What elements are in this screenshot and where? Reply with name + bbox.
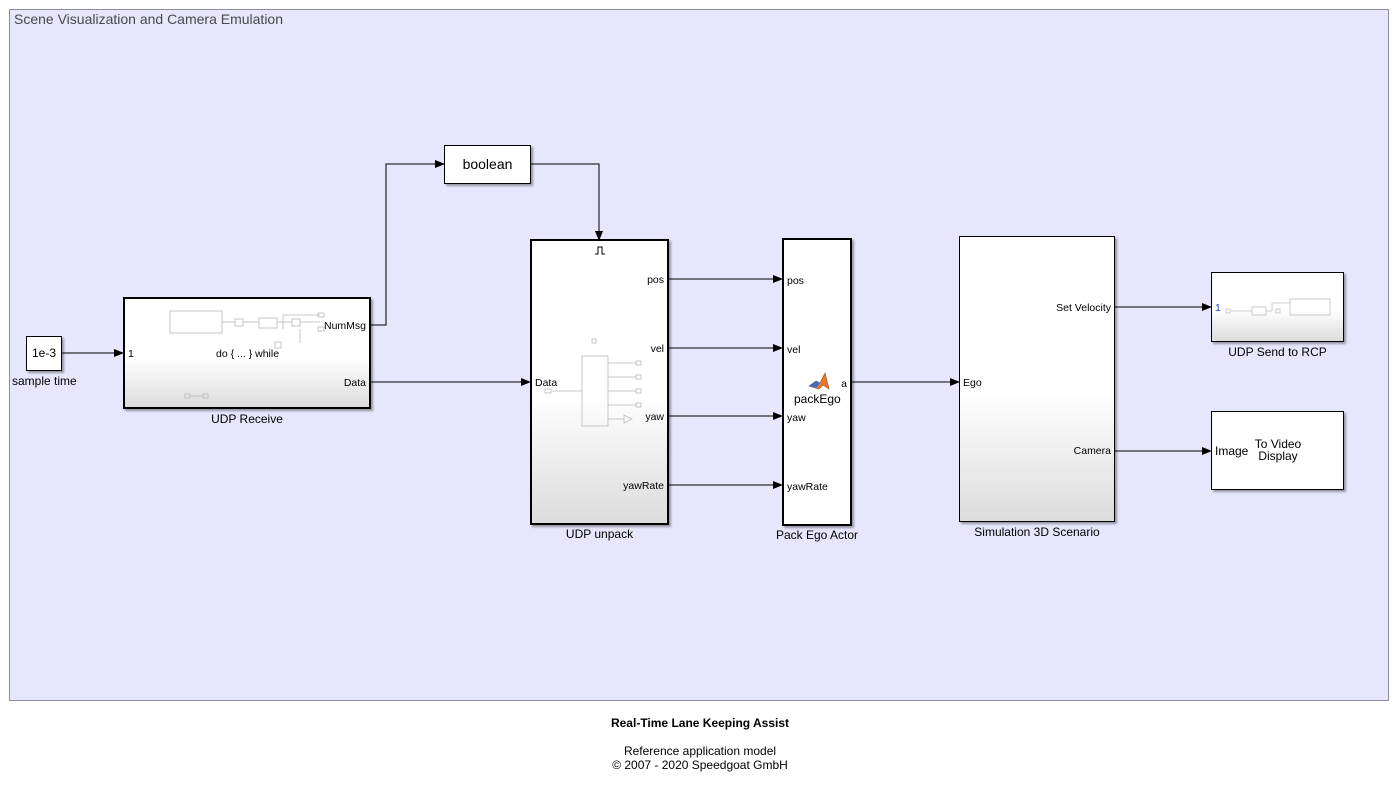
udp-unpack-pos-port: pos xyxy=(647,274,664,286)
sim3d-scenario-block[interactable]: Ego Set Velocity Camera xyxy=(959,236,1115,522)
pack-ego-a-port: a xyxy=(841,378,847,390)
video-display-label: To Video Display xyxy=(1254,437,1302,463)
sim3d-velocity-port: Set Velocity xyxy=(1056,302,1111,314)
udp-unpack-block[interactable]: Data pos vel yaw yawRate xyxy=(530,239,669,525)
subsystem-preview-icon xyxy=(169,310,325,399)
udp-unpack-yawrate-port: yawRate xyxy=(623,480,664,492)
pack-ego-caption: Pack Ego Actor xyxy=(775,528,859,542)
udp-receive-inner-label: do { ... } while xyxy=(216,348,280,360)
udp-send-in-port: 1 xyxy=(1215,302,1221,314)
area-title: Scene Visualization and Camera Emulation xyxy=(14,11,284,27)
udp-receive-data-port: Data xyxy=(343,377,366,389)
udp-unpack-caption: UDP unpack xyxy=(565,527,634,541)
udp-unpack-data-port: Data xyxy=(535,377,558,389)
udp-send-block[interactable]: 1 xyxy=(1211,272,1344,342)
pack-ego-pos-port: pos xyxy=(787,275,804,287)
line-boolean-to-trigger xyxy=(531,163,603,241)
sample-time-value: 1e-3 xyxy=(31,346,57,360)
footer-copyright: © 2007 - 2020 Speedgoat GmbH xyxy=(612,758,788,772)
boolean-block[interactable]: boolean xyxy=(444,145,531,184)
udp-send-caption: UDP Send to RCP xyxy=(1228,345,1327,359)
send-preview-icon xyxy=(1225,298,1331,316)
sample-time-caption: sample time xyxy=(12,374,77,388)
udp-unpack-vel-port: vel xyxy=(650,343,664,355)
udp-receive-caption: UDP Receive xyxy=(211,412,283,426)
footer-title: Real-Time Lane Keeping Assist xyxy=(610,716,790,730)
trigger-icon xyxy=(595,246,605,255)
video-display-block[interactable]: Image To Video Display xyxy=(1211,411,1344,490)
sim3d-camera-port: Camera xyxy=(1073,445,1111,457)
pack-ego-block[interactable]: pos vel yaw yawRate a packEgo xyxy=(782,238,852,526)
udp-receive-numsg-port: NumMsg xyxy=(323,320,366,332)
pack-ego-yawrate-port: yawRate xyxy=(787,481,828,493)
matlab-function-icon xyxy=(808,372,830,390)
pack-ego-vel-port: vel xyxy=(787,344,801,356)
udp-unpack-yaw-port: yaw xyxy=(645,411,664,423)
line-numsg-to-boolean xyxy=(371,160,445,326)
udp-receive-in-port: 1 xyxy=(128,348,134,360)
pack-ego-yaw-port: yaw xyxy=(787,412,806,424)
sample-time-block[interactable]: 1e-3 xyxy=(26,336,62,371)
pack-ego-function-name: packEgo xyxy=(794,392,841,406)
udp-receive-block[interactable]: 1 NumMsg Data do { ... } while xyxy=(123,297,371,409)
unpack-preview-icon xyxy=(544,246,642,427)
sim3d-caption: Simulation 3D Scenario xyxy=(974,525,1100,539)
video-display-image-port: Image xyxy=(1215,444,1249,458)
footer-subtitle: Reference application model xyxy=(623,744,777,758)
sim3d-ego-port: Ego xyxy=(963,377,982,389)
boolean-label: boolean xyxy=(462,156,513,172)
